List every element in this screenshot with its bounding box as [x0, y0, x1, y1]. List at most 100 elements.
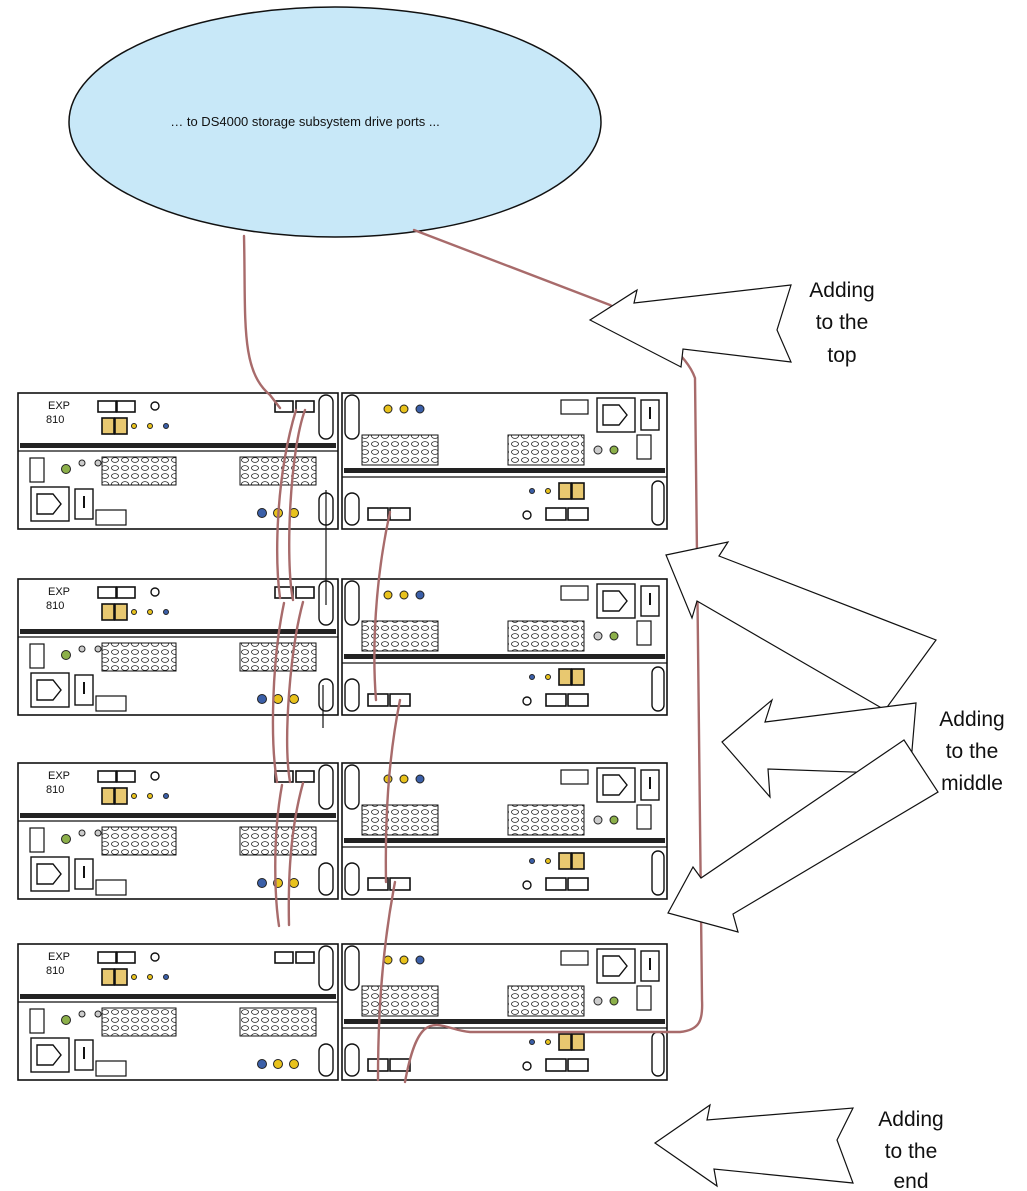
sfp-port	[559, 669, 571, 685]
status-led	[400, 775, 408, 783]
status-led	[79, 1011, 85, 1017]
status-led	[258, 879, 267, 888]
drive-ports-cloud: … to DS4000 storage subsystem drive port…	[69, 7, 601, 237]
sfp-port	[572, 853, 584, 869]
sfp-port	[572, 483, 584, 499]
sfp-port	[117, 771, 135, 782]
exp810-enclosure: EXP 810	[18, 944, 667, 1080]
status-led	[610, 632, 618, 640]
status-led	[258, 509, 267, 518]
status-led	[530, 1040, 535, 1045]
arrow-end	[655, 1105, 853, 1186]
callout-end-label: Adding to the end	[878, 1108, 943, 1191]
status-led	[148, 794, 153, 799]
enclosure-number-label: 810	[46, 414, 64, 426]
sfp-port	[546, 878, 566, 890]
enclosure-number-label: 810	[46, 784, 64, 796]
status-led	[546, 489, 551, 494]
status-led	[95, 1011, 101, 1017]
sfp-port	[102, 969, 114, 985]
status-led	[132, 794, 137, 799]
sfp-port	[559, 1034, 571, 1050]
sfp-port	[572, 669, 584, 685]
callout-middle-line-3: middle	[941, 772, 1003, 795]
enclosure-number-label: 810	[46, 965, 64, 977]
status-led	[416, 591, 424, 599]
sfp-port	[98, 952, 116, 963]
status-led	[148, 975, 153, 980]
status-led	[594, 997, 602, 1005]
sfp-port	[115, 418, 127, 434]
sfp-port	[275, 952, 293, 963]
enclosure-number-label: 810	[46, 600, 64, 612]
status-led	[95, 646, 101, 652]
status-led	[148, 610, 153, 615]
status-led	[594, 816, 602, 824]
sfp-port	[572, 1034, 584, 1050]
status-led	[79, 460, 85, 466]
sfp-port	[117, 587, 135, 598]
callout-end-line-1: Adding	[878, 1108, 943, 1131]
status-led	[132, 610, 137, 615]
sfp-port	[546, 508, 566, 520]
status-led	[546, 1040, 551, 1045]
sfp-port	[98, 771, 116, 782]
status-led	[132, 975, 137, 980]
callout-middle-line-1: Adding	[939, 708, 1004, 731]
sfp-port	[568, 694, 588, 706]
cable-cloud-to-top	[244, 236, 280, 408]
sfp-port	[115, 969, 127, 985]
sfp-port	[98, 401, 116, 412]
sfp-port	[102, 604, 114, 620]
status-led	[416, 405, 424, 413]
status-led	[530, 675, 535, 680]
status-led	[164, 610, 169, 615]
sfp-port	[568, 1059, 588, 1071]
status-led	[416, 956, 424, 964]
status-led	[400, 405, 408, 413]
status-led	[416, 775, 424, 783]
cloud-label: … to DS4000 storage subsystem drive port…	[170, 114, 440, 129]
status-led	[290, 695, 299, 704]
sfp-port	[546, 694, 566, 706]
sfp-port	[568, 508, 588, 520]
status-led	[79, 830, 85, 836]
status-led	[164, 794, 169, 799]
status-led	[274, 695, 283, 704]
status-led	[258, 695, 267, 704]
status-led	[546, 675, 551, 680]
status-led	[79, 646, 85, 652]
callout-top-line-1: Adding	[809, 279, 874, 302]
sfp-port	[559, 853, 571, 869]
sfp-port	[296, 952, 314, 963]
status-led	[258, 1060, 267, 1069]
status-led	[384, 591, 392, 599]
sfp-port	[117, 952, 135, 963]
status-led	[62, 835, 71, 844]
exp810-enclosure: EXP810	[18, 579, 667, 715]
sfp-port	[102, 418, 114, 434]
status-led	[594, 632, 602, 640]
enclosure-model-label: EXP	[48, 951, 70, 963]
sfp-port	[115, 604, 127, 620]
sfp-port	[559, 483, 571, 499]
status-led	[164, 424, 169, 429]
status-led	[62, 465, 71, 474]
status-led	[594, 446, 602, 454]
status-led	[610, 997, 618, 1005]
sfp-port	[390, 508, 410, 520]
callout-end-line-2: to the	[885, 1140, 938, 1163]
status-led	[400, 956, 408, 964]
sfp-port	[296, 587, 314, 598]
status-led	[400, 591, 408, 599]
callout-middle-line-2: to the	[946, 740, 999, 763]
status-led	[610, 816, 618, 824]
status-led	[132, 424, 137, 429]
arrow-top	[590, 285, 791, 367]
sfp-port	[296, 771, 314, 782]
status-led	[62, 1016, 71, 1025]
